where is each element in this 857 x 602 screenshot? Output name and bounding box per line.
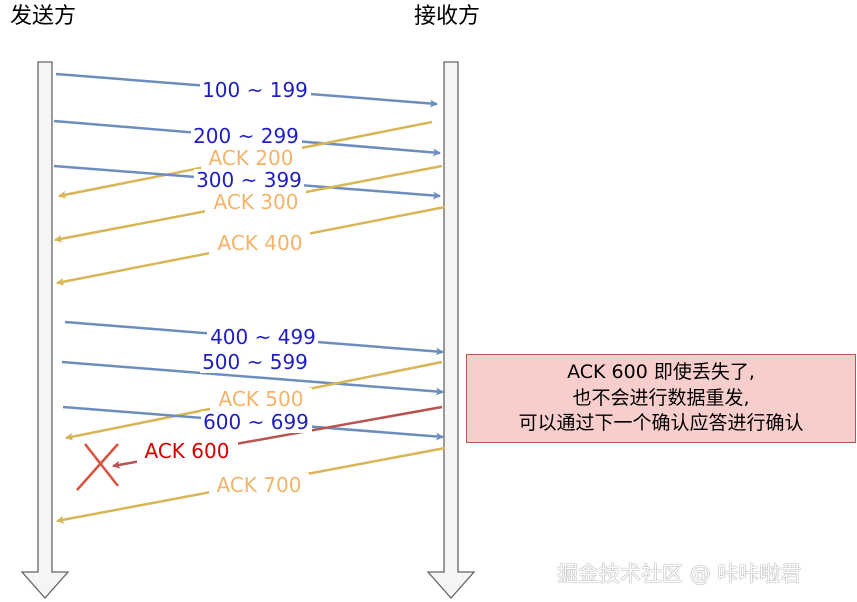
data-segment-label: 200 ~ 299 [193,124,299,148]
message-0: 100 ~ 199 [55,72,438,108]
ack-label: ACK 500 [219,387,304,411]
data-arrow [61,360,444,396]
label-background [194,169,304,191]
message-7: ACK 700 [56,446,446,524]
label-background [205,190,306,214]
receiver-lifeline [426,61,476,599]
ack-label: ACK 200 [209,146,294,170]
note-line: 也不会进行数据重发, [572,386,750,409]
message-1: 200 ~ 299 ACK 200 [53,119,441,199]
label-background [200,349,311,373]
label-background [137,439,238,463]
note-line: 可以通过下一个确认应答进行确认 [518,412,804,435]
note-line: ACK 600 即使丢失了, [567,360,755,383]
label-background [209,230,310,256]
lost-ack-label: ACK 600 [145,439,230,463]
label-background [210,388,312,410]
ack-label: ACK 700 [217,473,302,497]
message-4: 400 ~ 499 [64,320,444,356]
data-segment-label: 300 ~ 399 [196,168,302,192]
label-background [201,147,302,169]
label-background [191,124,302,148]
message-3: ACK 400 [56,205,446,286]
label-background [209,473,309,497]
sender-lifeline [20,61,70,599]
data-segment-label: 600 ~ 699 [203,410,309,434]
sender-title: 发送方 [10,4,77,29]
ack-label: ACK 400 [218,231,303,255]
message-2: 300 ~ 399 ACK 300 [53,164,443,243]
receiver-title: 接收方 [414,4,481,29]
data-segment-label: 500 ~ 599 [202,350,308,374]
data-segment-label: 100 ~ 199 [202,78,308,102]
cross-icon [76,443,119,491]
data-segment-label: 400 ~ 499 [210,325,316,349]
ack-label: ACK 300 [214,190,299,214]
watermark: 掘金技术社区 @ 咔咔啦君 [557,562,802,586]
label-background [200,77,311,103]
message-5: 500 ~ 599 ACK 500 [61,349,444,441]
label-background [207,326,318,348]
label-background [201,411,312,433]
message-6: 600 ~ 699 ACK 600 [62,405,444,491]
note-box: ACK 600 即使丢失了, 也不会进行数据重发, 可以通过下一个确认应答进行确… [466,354,856,443]
